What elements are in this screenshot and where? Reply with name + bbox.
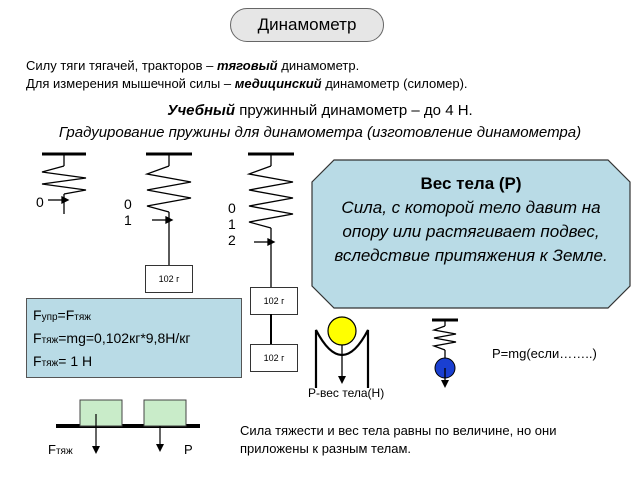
weight-connector — [270, 314, 272, 344]
intro-line-1: Силу тяги тягачей, тракторов – тяговый д… — [26, 58, 359, 73]
definition-title: Вес тела (Р) — [420, 174, 522, 193]
definition-box: Вес тела (Р) Сила, с которой тело давит … — [312, 160, 630, 308]
weight-102g-spring-3-top: 102 г — [250, 287, 298, 315]
training-subtitle: Градуирование пружины для динамометра (и… — [58, 124, 582, 141]
intro-line-2: Для измерения мышечной силы – медицински… — [26, 76, 468, 91]
weight-caption: Р-вес тела(Н) — [308, 386, 385, 400]
spring-1-scale: 0 — [36, 194, 44, 210]
intro-line-1-tail: динамометр. — [277, 58, 360, 73]
f3-b: = 1 Н — [58, 353, 93, 369]
weight-formula: P=mg(если……..) — [492, 346, 597, 361]
weight-label-p: P — [184, 442, 193, 457]
f1-b-sub: тяж — [74, 312, 91, 323]
block-left — [79, 399, 123, 427]
weight-arrow-2-head — [441, 380, 449, 388]
gravity-label: Fтяж — [48, 442, 73, 457]
f1-b: =F — [57, 307, 75, 323]
spring-1-mark-0: 0 — [36, 194, 44, 210]
spring-3-mark-1: 1 — [228, 216, 236, 232]
ball-on-support — [327, 316, 357, 346]
weight-arrow-bottom-head — [156, 444, 164, 452]
formula-line-2: Fтяж=mg=0,102кг*9,8Н/кг — [33, 328, 241, 351]
spring-3-scale: 0 1 2 — [228, 200, 236, 248]
hanging-spring — [431, 318, 458, 358]
spring-3-mark-0: 0 — [228, 200, 236, 216]
training-line: Учебный пружинный динамометр – до 4 Н. — [0, 102, 640, 119]
spring-2-scale: 0 1 — [124, 196, 132, 228]
f1-a: F — [33, 307, 42, 323]
intro-line-2-tail: динамометр (силомер). — [321, 76, 468, 91]
definition-content: Вес тела (Р) Сила, с которой тело давит … — [312, 160, 630, 308]
weight-102g-spring-2: 102 г — [145, 265, 193, 293]
f2-a: F — [33, 330, 42, 346]
intro-line-2-emphasis: медицинский — [234, 76, 322, 91]
definition-text: Сила, с которой тело давит на опору или … — [334, 198, 608, 265]
gravity-label-sub: тяж — [55, 446, 73, 457]
training-emphasis: Учебный — [167, 102, 236, 119]
formula-line-3: Fтяж= 1 Н — [33, 351, 241, 374]
spring-1 — [41, 152, 87, 214]
formula-line-1: Fупр=Fтяж — [33, 305, 241, 328]
spring-2 — [144, 152, 192, 265]
intro-line-2-text: Для измерения мышечной силы – — [26, 76, 235, 91]
f3-a: F — [33, 353, 42, 369]
title-pill: Динамометр — [230, 8, 384, 42]
gravity-arrow-head — [92, 446, 100, 454]
f1-a-sub: упр — [41, 312, 58, 323]
spring-3-mark-2: 2 — [228, 232, 236, 248]
weight-arrow-1-head — [338, 376, 346, 384]
spring-2-mark-1: 1 — [124, 212, 132, 228]
page-title: Динамометр — [257, 15, 357, 34]
weight-102g-spring-3-bottom: 102 г — [250, 344, 298, 372]
f2-a-sub: тяж — [41, 335, 59, 346]
f2-b: =mg=0,102кг*9,8Н/кг — [58, 330, 191, 346]
definition-box-shape — [311, 159, 631, 309]
spring-2-mark-0: 0 — [124, 196, 132, 212]
conclusion-text: Сила тяжести и вес тела равны по величин… — [240, 423, 557, 456]
gravity-label-main: F — [48, 442, 56, 457]
training-text: пружинный динамометр – до 4 Н. — [235, 102, 473, 119]
formula-box: Fупр=Fтяж Fтяж=mg=0,102кг*9,8Н/кг Fтяж= … — [26, 298, 242, 378]
intro-line-1-text: Силу тяги тягачей, тракторов – — [26, 58, 217, 73]
block-right — [143, 399, 187, 427]
intro-line-1-emphasis: тяговый — [216, 58, 278, 73]
f3-a-sub: тяж — [41, 358, 59, 369]
